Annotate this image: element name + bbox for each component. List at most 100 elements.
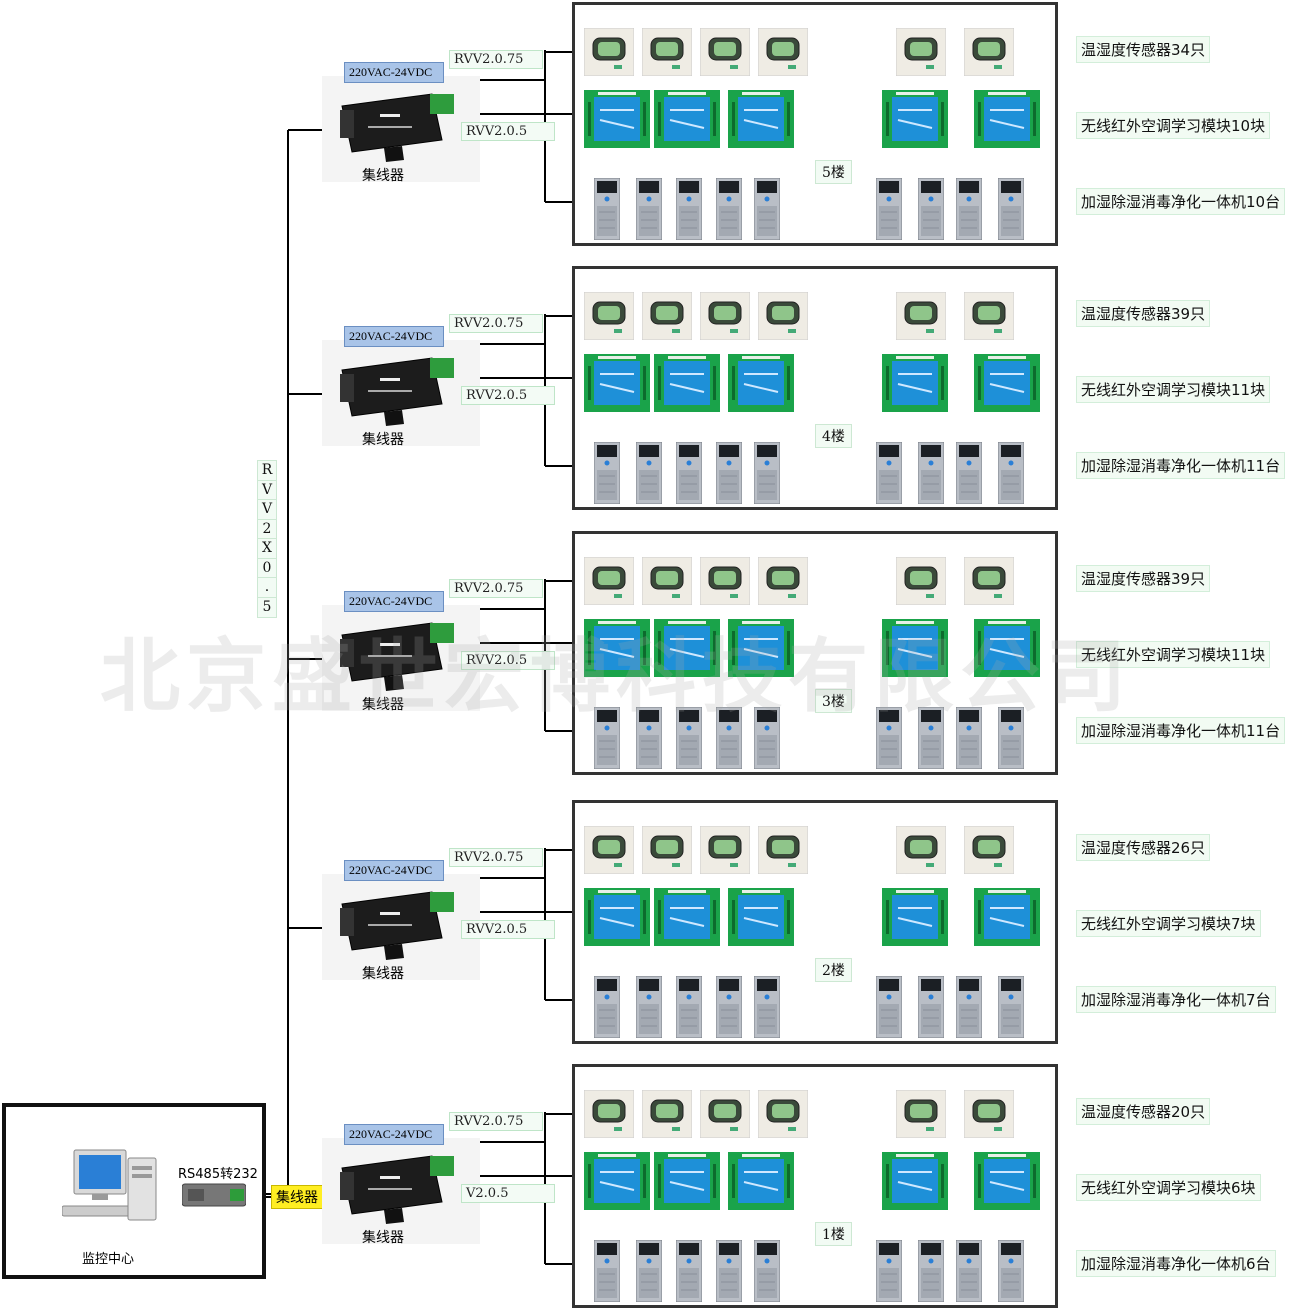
temp-humidity-sensor-icon [758, 292, 808, 340]
purifier-unit-icon [998, 1240, 1024, 1302]
purifier-unit-icon [716, 976, 742, 1038]
power-supply-label: 220VAC-24VDC [344, 860, 444, 881]
purifier-unit-icon [594, 976, 620, 1038]
temp-humidity-sensor-icon [584, 557, 634, 605]
ir-module-count-label: 无线红外空调学习模块11块 [1076, 641, 1271, 668]
ir-learning-module-icon [974, 619, 1040, 677]
cable-label-mid: RVV2.0.5 [461, 920, 555, 939]
purifier-unit-icon [956, 178, 982, 240]
hub-label: 集线器 [362, 697, 404, 713]
power-supply-label: 220VAC-24VDC [344, 1124, 444, 1145]
sensor-count-label: 温湿度传感器39只 [1076, 300, 1211, 327]
ir-learning-module-icon [654, 619, 720, 677]
temp-humidity-sensor-icon [758, 826, 808, 874]
hub-label: 集线器 [362, 1230, 404, 1246]
floor-label: 1楼 [815, 1222, 852, 1246]
temp-humidity-sensor-icon [896, 557, 946, 605]
ir-learning-module-icon [728, 354, 794, 412]
monitor-center-label: 监控中心 [82, 1252, 135, 1267]
temp-humidity-sensor-icon [584, 826, 634, 874]
backbone-cable-char: X [257, 538, 277, 560]
cable-label-mid: RVV2.0.5 [461, 651, 555, 670]
purifier-unit-icon [918, 178, 944, 240]
ir-learning-module-icon [728, 90, 794, 148]
temp-humidity-sensor-icon [964, 557, 1014, 605]
ir-learning-module-icon [584, 619, 650, 677]
purifier-unit-icon [918, 976, 944, 1038]
temp-humidity-sensor-icon [758, 1090, 808, 1138]
purifier-unit-icon [876, 976, 902, 1038]
temp-humidity-sensor-icon [700, 28, 750, 76]
ir-learning-module-icon [728, 1152, 794, 1210]
temp-humidity-sensor-icon [642, 28, 692, 76]
ir-learning-module-icon [882, 354, 948, 412]
purifier-unit-icon [876, 178, 902, 240]
temp-humidity-sensor-icon [758, 557, 808, 605]
purifier-unit-icon [956, 976, 982, 1038]
ir-learning-module-icon [654, 354, 720, 412]
cable-label-top: RVV2.0.75 [449, 579, 543, 598]
purifier-unit-icon [754, 1240, 780, 1302]
temp-humidity-sensor-icon [700, 1090, 750, 1138]
hub-device-photo [322, 874, 480, 980]
sensor-count-label: 温湿度传感器39只 [1076, 565, 1211, 592]
ir-learning-module-icon [584, 354, 650, 412]
temp-humidity-sensor-icon [642, 1090, 692, 1138]
sensor-count-label: 温湿度传感器26只 [1076, 834, 1211, 861]
purifier-unit-icon [998, 707, 1024, 769]
backbone-cable-char: V [257, 499, 277, 521]
temp-humidity-sensor-icon [642, 292, 692, 340]
floor-label: 4楼 [815, 424, 852, 448]
purifier-unit-icon [754, 442, 780, 504]
ir-learning-module-icon [728, 888, 794, 946]
power-supply-label: 220VAC-24VDC [344, 591, 444, 612]
purifier-unit-icon [956, 707, 982, 769]
temp-humidity-sensor-icon [584, 28, 634, 76]
ir-learning-module-icon [654, 90, 720, 148]
purifier-count-label: 加湿除湿消毒净化一体机6台 [1076, 1250, 1276, 1277]
hub-icon [340, 93, 454, 162]
main-hub-label: 集线器 [271, 1185, 323, 1209]
purifier-unit-icon [918, 707, 944, 769]
temp-humidity-sensor-icon [758, 28, 808, 76]
sensor-count-label: 温湿度传感器20只 [1076, 1098, 1211, 1125]
purifier-unit-icon [754, 976, 780, 1038]
ir-learning-module-icon [974, 888, 1040, 946]
purifier-unit-icon [716, 442, 742, 504]
ir-learning-module-icon [728, 619, 794, 677]
temp-humidity-sensor-icon [896, 292, 946, 340]
purifier-unit-icon [636, 1240, 662, 1302]
purifier-unit-icon [676, 442, 702, 504]
purifier-count-label: 加湿除湿消毒净化一体机11台 [1076, 717, 1286, 744]
ir-learning-module-icon [974, 354, 1040, 412]
purifier-unit-icon [956, 1240, 982, 1302]
purifier-unit-icon [676, 976, 702, 1038]
purifier-unit-icon [998, 178, 1024, 240]
temp-humidity-sensor-icon [964, 28, 1014, 76]
ir-learning-module-icon [974, 90, 1040, 148]
purifier-count-label: 加湿除湿消毒净化一体机11台 [1076, 452, 1286, 479]
temp-humidity-sensor-icon [700, 826, 750, 874]
hub-device-photo [322, 340, 480, 446]
temp-humidity-sensor-icon [584, 1090, 634, 1138]
ir-module-count-label: 无线红外空调学习模块6块 [1076, 1174, 1261, 1201]
purifier-count-label: 加湿除湿消毒净化一体机7台 [1076, 986, 1276, 1013]
purifier-unit-icon [636, 976, 662, 1038]
floor-label: 2楼 [815, 958, 852, 982]
cable-label-top: RVV2.0.75 [449, 314, 543, 333]
hub-label: 集线器 [362, 168, 404, 184]
purifier-unit-icon [716, 178, 742, 240]
cable-label-top: RVV2.0.75 [449, 1112, 543, 1131]
ir-learning-module-icon [882, 619, 948, 677]
purifier-count-label: 加湿除湿消毒净化一体机10台 [1076, 188, 1286, 215]
purifier-unit-icon [594, 707, 620, 769]
cable-label-top: RVV2.0.75 [449, 848, 543, 867]
temp-humidity-sensor-icon [642, 557, 692, 605]
purifier-unit-icon [676, 178, 702, 240]
purifier-unit-icon [636, 178, 662, 240]
backbone-cable-char: 5 [257, 596, 277, 618]
ir-learning-module-icon [882, 90, 948, 148]
purifier-unit-icon [754, 707, 780, 769]
power-supply-label: 220VAC-24VDC [344, 326, 444, 347]
ir-learning-module-icon [882, 1152, 948, 1210]
